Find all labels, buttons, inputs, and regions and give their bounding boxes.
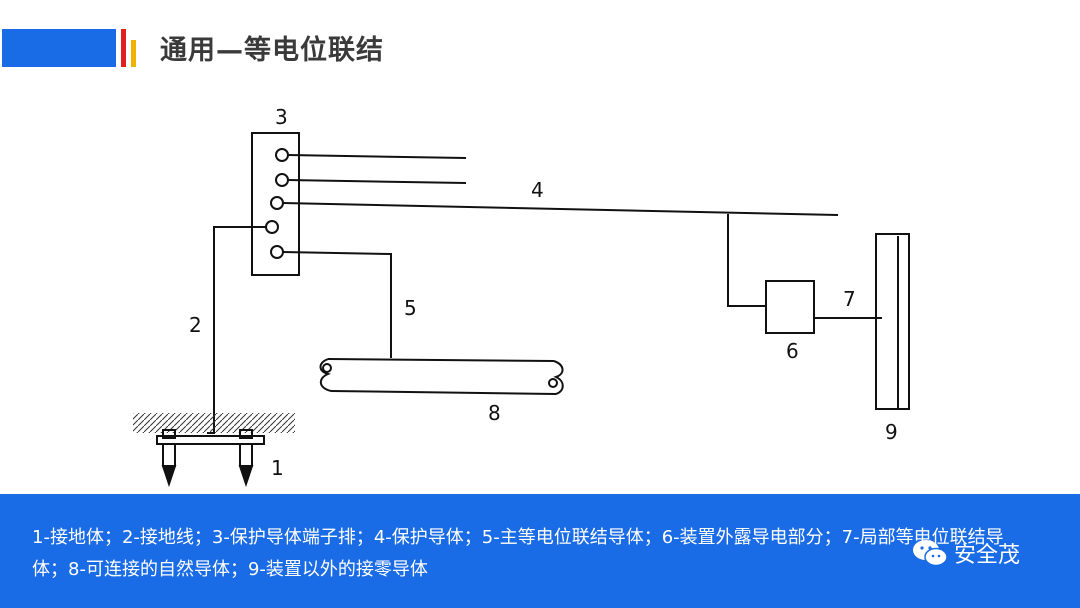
terminal-hole	[275, 173, 289, 187]
label-3: 3	[275, 105, 288, 129]
natural-conductor-pipe-8	[327, 358, 557, 395]
legend-caption: 1-接地体；2-接地线；3-保护导体端子排；4-保护导体；5-主等电位联结导体；…	[32, 527, 1004, 580]
label-4: 4	[531, 178, 544, 202]
wechat-icon	[913, 540, 948, 567]
header-accent-yellow	[131, 40, 136, 67]
branch-to-device	[727, 214, 766, 307]
label-1: 1	[271, 456, 284, 480]
protective-conductor-4	[282, 202, 839, 216]
label-5: 5	[404, 296, 417, 320]
header-blue-bar	[2, 29, 116, 67]
terminal-hole	[275, 148, 289, 162]
device-box-6	[765, 280, 815, 334]
terminal-hole	[270, 245, 284, 259]
pipe-end-left	[322, 363, 332, 373]
label-2: 2	[189, 313, 202, 337]
page-title: 通用—等电位联结	[160, 35, 384, 66]
label-8: 8	[488, 401, 501, 425]
main-bonding-conductor-5	[282, 251, 392, 358]
terminal-hole	[270, 196, 284, 210]
pipe-break-left	[319, 358, 332, 392]
outgoing-conductor	[287, 154, 467, 159]
watermark-text: 安全茂	[954, 543, 1021, 568]
ground-surface	[133, 413, 295, 433]
label-6: 6	[786, 339, 799, 363]
watermark: 安全茂	[912, 537, 1020, 569]
pipe-break-right	[553, 360, 564, 395]
label-9: 9	[885, 420, 898, 444]
earth-electrode-1	[156, 429, 265, 488]
equipotential-bonding-diagram: 3 4 2 5 7 6 8 9 1	[133, 105, 910, 488]
grounding-conductor-2	[207, 226, 266, 434]
terminal-hole	[265, 220, 279, 234]
extraneous-conductor-9	[875, 233, 910, 410]
footer-panel	[0, 494, 1080, 608]
outgoing-conductor	[287, 179, 467, 184]
label-7: 7	[843, 287, 856, 311]
pipe-end-right	[548, 378, 558, 388]
header-accent-red	[121, 29, 126, 67]
